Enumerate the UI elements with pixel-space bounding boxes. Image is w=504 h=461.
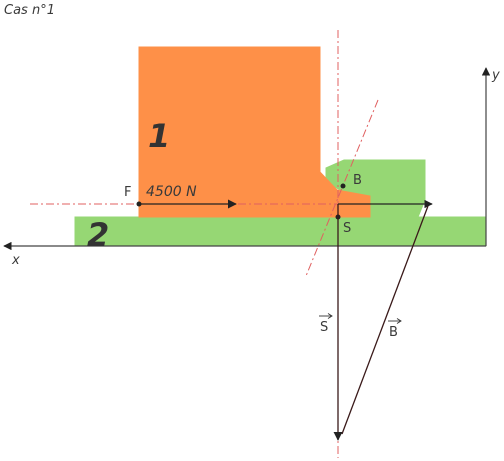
vector-s-label: S <box>320 320 328 335</box>
point-b-dot <box>340 183 346 189</box>
over-arrow-icon <box>319 313 333 319</box>
vector-b-label: B <box>389 325 398 340</box>
point-f-label: F <box>124 185 131 200</box>
part-1-shape <box>138 46 371 218</box>
case-caption: Cas n°1 <box>4 3 55 18</box>
resultant-b-vector <box>341 205 429 435</box>
point-b-label: B <box>353 173 362 188</box>
part-2-number: 2 <box>87 216 109 254</box>
over-arrow-icon <box>388 318 402 324</box>
part-1-number: 1 <box>148 117 170 155</box>
point-f-dot <box>136 201 142 207</box>
force-value-label: 4500 N <box>146 184 197 200</box>
y-axis-label: y <box>491 68 500 83</box>
x-axis-label: x <box>11 253 20 268</box>
point-s-label: S <box>343 221 351 236</box>
